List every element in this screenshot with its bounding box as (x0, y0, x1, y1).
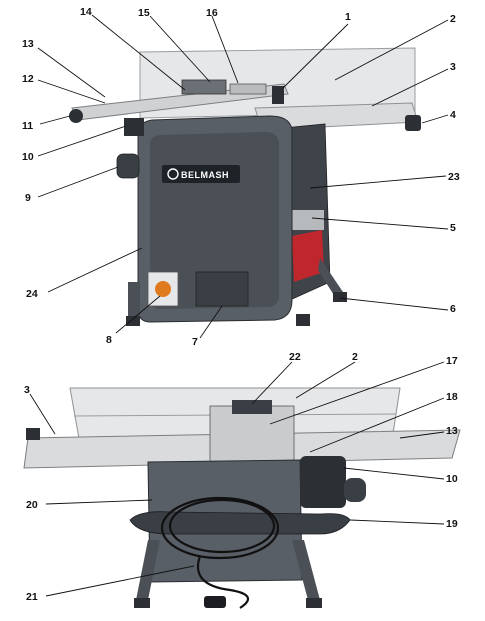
callout-7: 7 (192, 336, 198, 348)
thicknesser-opening (290, 210, 324, 230)
rear-leg-left (136, 540, 160, 600)
brand-plate (162, 165, 240, 183)
callout-11: 11 (22, 120, 33, 132)
brand-logo-icon (167, 168, 179, 180)
bottom-callouts: 2 3 10 13 17 18 19 20 21 22 (24, 351, 458, 603)
brand-name: BELMASH (181, 170, 229, 180)
power-cable-coil (160, 496, 280, 560)
power-cable-coil (168, 498, 276, 554)
callout-16: 16 (206, 7, 218, 19)
leader-b21 (45, 565, 195, 597)
leader-16 (211, 15, 239, 84)
callout-5: 5 (450, 222, 456, 234)
leader-14 (91, 14, 186, 91)
leader-3 (371, 68, 449, 107)
callout-4: 4 (450, 109, 456, 121)
guard-slider (229, 83, 267, 95)
power-cable (197, 555, 250, 609)
callout-3: 3 (450, 61, 456, 73)
arm-end-knob (69, 109, 83, 123)
leader-8 (115, 295, 161, 334)
power-plug-icon (204, 596, 226, 608)
leader-7 (199, 305, 223, 339)
bottom-view-machine (23, 387, 461, 609)
leader-b3 (29, 393, 56, 435)
leader-23 (309, 175, 447, 189)
callout-12: 12 (22, 73, 34, 85)
depth-lever (124, 118, 144, 136)
rear-leg-right (292, 540, 320, 600)
leader-12 (37, 79, 106, 104)
fence-lock-knob (272, 86, 284, 104)
callout-b21: 21 (26, 591, 38, 603)
callout-b10: 10 (446, 473, 458, 485)
leader-10 (37, 125, 127, 157)
leader-b13 (399, 431, 445, 439)
leader-b17 (269, 361, 445, 425)
callout-24: 24 (26, 288, 38, 300)
callout-10: 10 (22, 151, 34, 163)
top-callouts: 1 2 3 4 5 6 7 8 9 10 11 12 13 14 15 16 2 (22, 6, 460, 348)
callout-b13: 13 (446, 425, 458, 437)
callout-2: 2 (450, 13, 456, 25)
leader-9 (37, 166, 119, 198)
leader-b22 (251, 361, 293, 405)
leader-b18 (309, 397, 445, 453)
callout-13: 13 (22, 38, 34, 50)
callout-b22: 22 (289, 351, 301, 363)
bracket-clamp (232, 400, 272, 414)
rear-foot (306, 598, 322, 608)
foot (126, 316, 140, 326)
callout-b18: 18 (446, 391, 458, 403)
callout-15: 15 (138, 7, 150, 19)
leader-1 (282, 23, 349, 89)
leader-b2 (295, 361, 356, 399)
callout-b2: 2 (352, 351, 358, 363)
dust-outlet (116, 153, 140, 179)
callout-1: 1 (345, 11, 351, 23)
leader-2 (334, 19, 449, 81)
leader-15 (149, 15, 211, 83)
callout-b19: 19 (446, 518, 458, 530)
foot (333, 292, 347, 302)
motor (300, 456, 346, 508)
start-switch-icon (155, 281, 171, 297)
leader-6 (339, 297, 449, 311)
callout-8: 8 (106, 334, 112, 346)
leader-4 (421, 114, 449, 124)
leader-11 (39, 115, 71, 125)
leader-5 (311, 217, 449, 230)
leader-13 (37, 47, 106, 98)
guard-mechanism (181, 79, 227, 95)
top-view-machine: BELMASH (69, 47, 421, 326)
rear-left-knob (26, 428, 40, 440)
control-panel (292, 230, 324, 282)
base-frame (128, 282, 140, 318)
callout-9: 9 (25, 192, 31, 204)
callout-6: 6 (450, 303, 456, 315)
dust-port-rear (344, 478, 366, 502)
base-frame-right (318, 258, 345, 300)
leader-b20 (45, 499, 153, 505)
leader-b19 (349, 519, 445, 525)
callout-b17: 17 (446, 355, 458, 367)
chip-compartment (195, 271, 249, 307)
foot (296, 314, 310, 326)
leader-b10 (343, 467, 445, 480)
rear-foot (134, 598, 150, 608)
callout-14: 14 (80, 6, 92, 18)
table-lock-knob (405, 115, 421, 131)
callout-23: 23 (448, 171, 460, 183)
callout-b20: 20 (26, 499, 38, 511)
leader-24 (47, 247, 143, 293)
callout-b3: 3 (24, 384, 30, 396)
